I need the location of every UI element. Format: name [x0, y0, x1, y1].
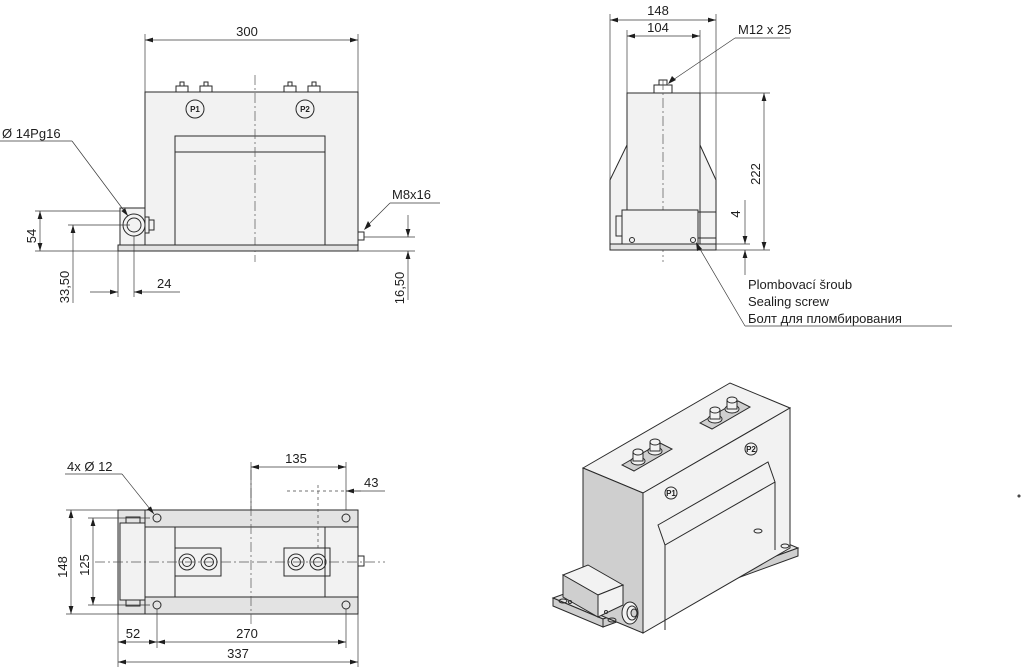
dim-125: 125: [77, 554, 92, 576]
dim-54: 54: [24, 229, 39, 243]
dim-104: 104: [647, 20, 669, 35]
sealing-screw-cz: Plombovací šroub: [748, 277, 852, 292]
dim-270: 270: [236, 626, 258, 641]
isometric-view: P1 P2: [551, 382, 1021, 634]
iso-p2-label: P2: [746, 445, 756, 454]
dim-148-top: 148: [55, 556, 70, 578]
side-terminal-box: [621, 209, 699, 245]
gland-label: Ø 14Pg16: [2, 126, 61, 141]
p2-marking: [295, 99, 315, 119]
sealing-screw-ru: Болт для пломбирования: [748, 311, 902, 326]
top-terminals: [175, 81, 321, 93]
p1-marking: [185, 99, 205, 119]
dim-43: 43: [364, 475, 378, 490]
dim-300: 300: [236, 24, 258, 39]
p1-label: P1: [190, 105, 200, 114]
dim-33-50: 33,50: [57, 271, 72, 304]
bolt-label: M12 x 25: [738, 22, 791, 37]
p2-label: P2: [300, 105, 310, 114]
sealing-screw-en: Sealing screw: [748, 294, 830, 309]
dim-148-side: 148: [647, 3, 669, 18]
front-base-plate: [117, 244, 359, 252]
holes-label: 4x Ø 12: [67, 459, 113, 474]
dim-24: 24: [157, 276, 171, 291]
mounting-hole: [341, 513, 351, 523]
top-view: 4x Ø 12 135 43 148 125 52 270 337: [55, 451, 385, 667]
dim-4: 4: [728, 210, 743, 217]
dim-337: 337: [227, 646, 249, 661]
dim-222: 222: [748, 163, 763, 185]
mounting-hole: [152, 513, 162, 523]
front-view: 300 P1 P2 Ø 14P: [0, 24, 440, 304]
side-view: 148 104 M12 x 25 222 4: [609, 3, 952, 327]
screw-label: M8x16: [392, 187, 431, 202]
iso-p1-label: P1: [666, 489, 676, 498]
dim-52: 52: [126, 626, 140, 641]
dim-135: 135: [285, 451, 307, 466]
front-housing: [144, 91, 359, 250]
dim-16-50: 16,50: [392, 272, 407, 305]
